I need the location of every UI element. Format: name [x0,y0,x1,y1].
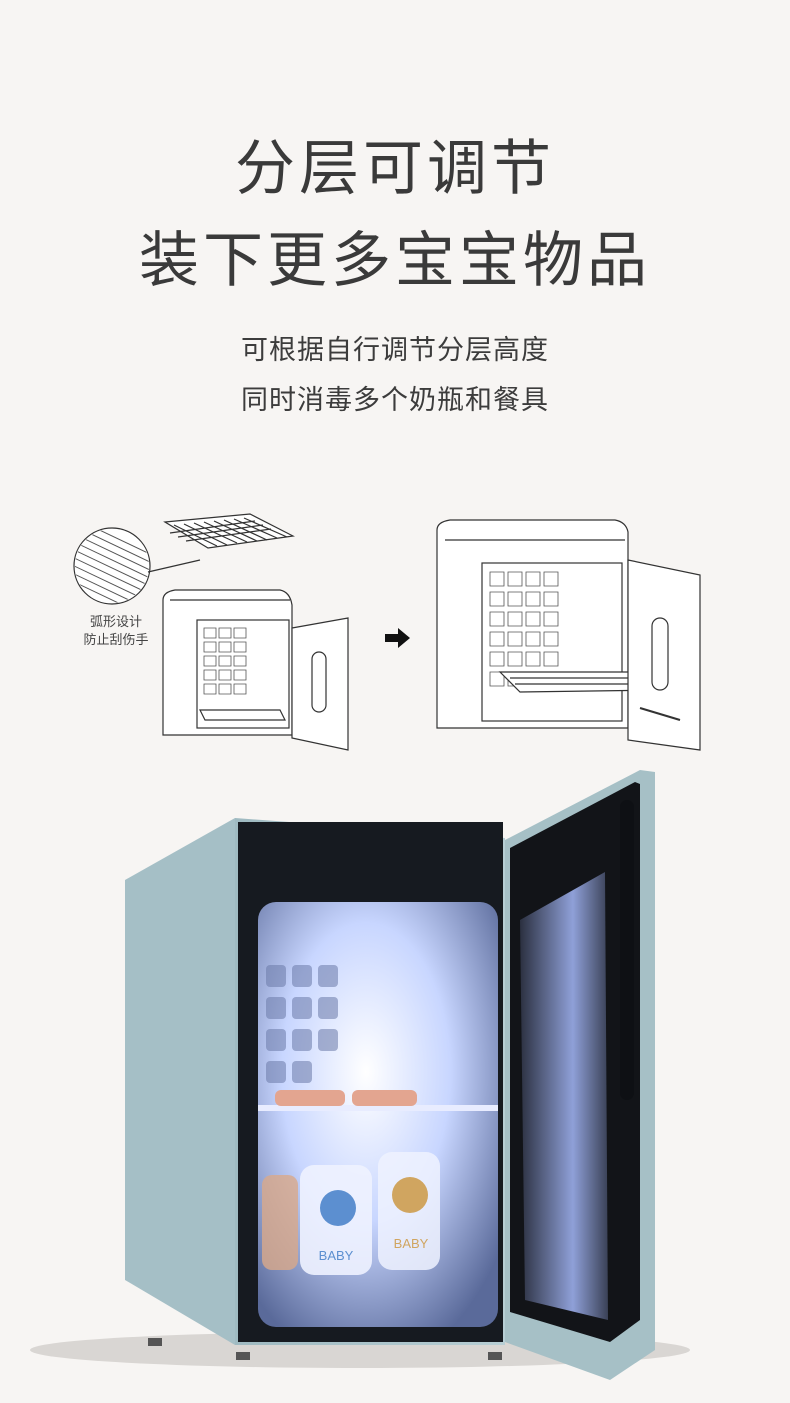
cabinet-door [505,770,655,1380]
door-handle [620,800,634,1100]
subtitle-line2: 同时消毒多个奶瓶和餐具 [241,385,549,416]
shelf-diagram [73,513,701,751]
subtitle-line1: 可根据自行调节分层高度 [241,335,549,366]
cabinet-foot [488,1352,502,1360]
shelf-rack [258,1105,498,1111]
cabinet-foot [236,1352,250,1360]
door-window [520,872,608,1320]
callout-line1: 弧形设计 [89,615,142,630]
cabinet-body: BABY BABY [125,818,505,1345]
page-title-line1: 分层可调节 [235,134,555,204]
page-title-line2: 装下更多宝宝物品 [139,226,651,296]
cabinet-large-drawing [436,519,701,751]
product-photo: BABY BABY [30,770,690,1380]
right-arrow-icon [385,628,410,648]
magnified-detail-icon [73,527,201,605]
wire-rack-icon [163,513,295,549]
cabinet-foot [148,1338,162,1346]
bottle-label-1: BABY [319,1248,354,1263]
cabinet-small-drawing [162,589,349,751]
callout-line2: 防止刮伤手 [83,633,149,648]
baby-bottles: BABY BABY [262,1090,440,1275]
bottle-label-2: BABY [394,1236,429,1251]
